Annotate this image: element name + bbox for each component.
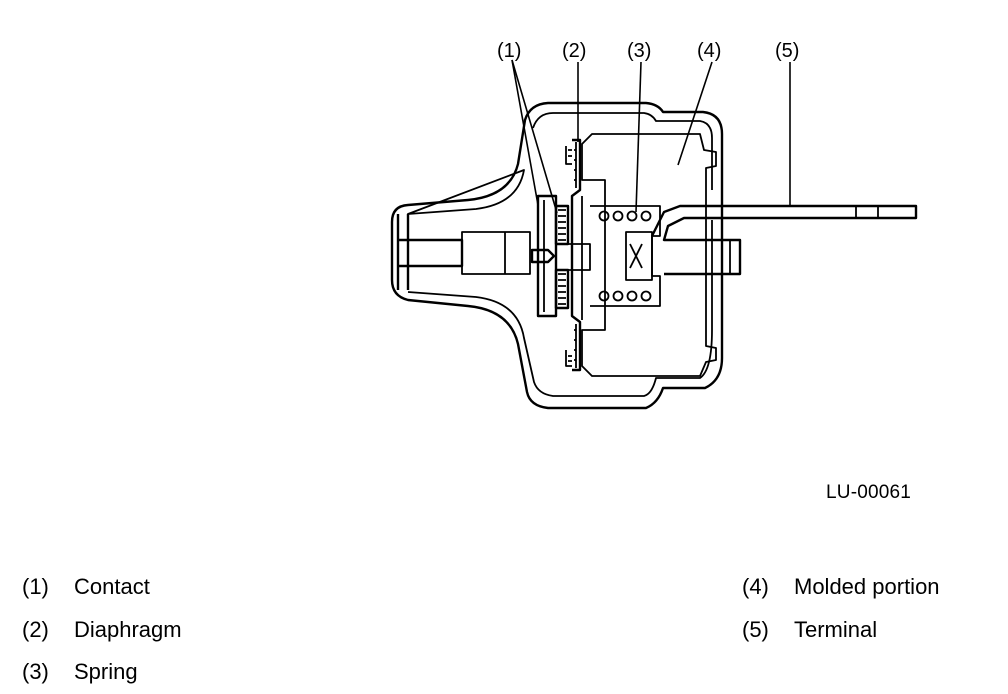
legend-label: Contact xyxy=(74,574,150,599)
legend-label: Terminal xyxy=(794,616,878,642)
molded-portion xyxy=(581,133,717,377)
contact xyxy=(530,194,591,320)
diaphragm xyxy=(565,138,582,372)
callout-5: (5) xyxy=(775,40,799,62)
callout-2: (2) xyxy=(562,40,586,62)
legend-right: (4) Molded portion (5) Terminal xyxy=(742,566,940,651)
hex-fitting xyxy=(396,214,464,290)
legend-item-molded-portion: (4) Molded portion xyxy=(742,566,940,609)
figure-code: LU-00061 xyxy=(826,482,912,503)
leader-lines xyxy=(511,59,791,214)
legend-item-terminal: (5) Terminal xyxy=(742,609,940,652)
legend-number: (5) xyxy=(742,616,769,642)
legend-label: Molded portion xyxy=(794,574,940,599)
callout-4: (4) xyxy=(697,40,721,62)
callout-1: (1) xyxy=(497,40,521,62)
spring xyxy=(590,205,661,307)
legend-left: (1) Contact (2) Diaphragm (3) Spring xyxy=(22,566,182,694)
legend-number: (1) xyxy=(22,574,49,599)
legend-number: (4) xyxy=(742,574,769,599)
legend-item-contact: (1) Contact xyxy=(22,566,182,609)
legend-label: Diaphragm xyxy=(74,616,182,642)
legend-number: (3) xyxy=(22,659,49,684)
legend-item-spring: (3) Spring xyxy=(22,651,182,694)
switch-housing xyxy=(390,101,724,410)
legend-label: Spring xyxy=(74,659,138,684)
legend-item-diaphragm: (2) Diaphragm xyxy=(22,609,182,652)
callout-3: (3) xyxy=(627,40,651,62)
legend-number: (2) xyxy=(22,616,49,642)
terminal xyxy=(650,204,918,276)
